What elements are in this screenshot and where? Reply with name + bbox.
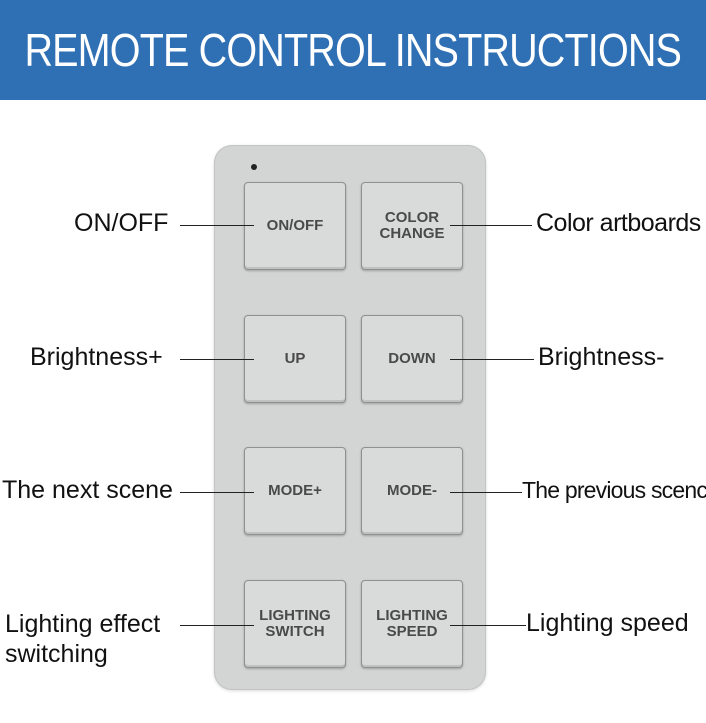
- callout-line-on-off: [180, 225, 254, 226]
- on-off-button[interactable]: ON/OFF: [244, 182, 346, 270]
- mode-plus-button[interactable]: MODE+: [244, 447, 346, 535]
- color-change-button[interactable]: COLOR CHANGE: [361, 182, 463, 270]
- callout-line-color: [450, 225, 532, 226]
- page-title: REMOTE CONTROL INSTRUCTIONS: [24, 24, 683, 76]
- callout-line-lighting-effect: [180, 625, 254, 626]
- callout-line-previous-scene: [450, 492, 522, 493]
- mode-minus-button[interactable]: MODE-: [361, 447, 463, 535]
- up-button[interactable]: UP: [244, 315, 346, 403]
- remote-control: ON/OFF COLOR CHANGE UP DOWN MODE+ MODE- …: [214, 145, 486, 690]
- indicator-led: [251, 164, 257, 170]
- title-banner: REMOTE CONTROL INSTRUCTIONS: [0, 0, 706, 100]
- label-brightness-plus: Brightness+: [30, 343, 163, 371]
- callout-line-brightness-plus: [180, 359, 254, 360]
- label-on-off: ON/OFF: [74, 209, 169, 237]
- label-lighting-effect: Lighting effect switching: [5, 610, 161, 668]
- callout-line-next-scene: [180, 492, 254, 493]
- label-previous-scene: The previous scence: [522, 477, 706, 503]
- label-brightness-minus: Brightness-: [538, 343, 665, 371]
- callout-line-lighting-speed: [450, 625, 526, 626]
- down-button[interactable]: DOWN: [361, 315, 463, 403]
- label-lighting-speed: Lighting speed: [526, 609, 689, 637]
- lighting-switch-button[interactable]: LIGHTING SWITCH: [244, 580, 346, 668]
- label-next-scene: The next scene: [2, 476, 173, 504]
- label-color-artboards: Color artboards: [536, 209, 701, 237]
- lighting-speed-button[interactable]: LIGHTING SPEED: [361, 580, 463, 668]
- callout-line-brightness-minus: [450, 359, 534, 360]
